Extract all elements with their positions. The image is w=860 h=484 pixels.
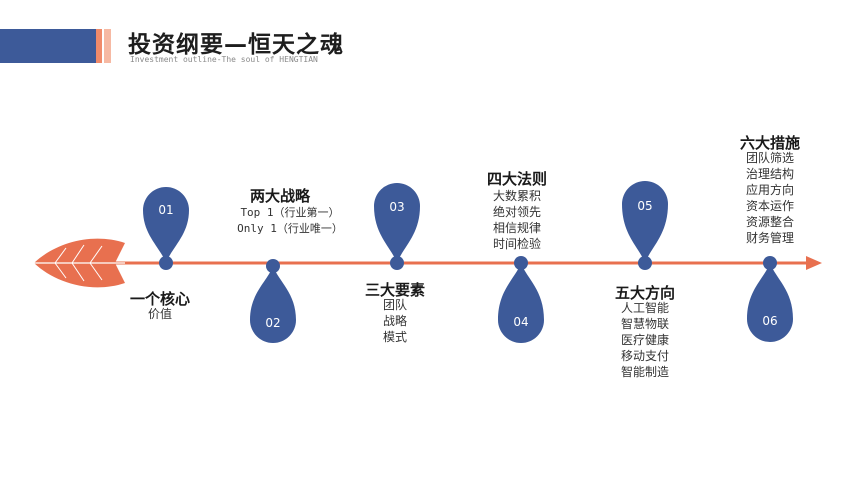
node-items: 团队筛选 治理结构 应用方向 资本运作 资源整合 财务管理 xyxy=(746,150,794,246)
page-subtitle: Investment outline-The soul of HENGTIAN xyxy=(130,55,318,64)
header-stripe xyxy=(96,29,102,63)
node-item: 智慧物联 xyxy=(620,317,670,331)
node-item: 团队 xyxy=(382,298,408,312)
timeline-dot xyxy=(514,256,528,270)
timeline-node-05: 05 xyxy=(622,181,668,270)
node-item: Only 1（行业唯一） xyxy=(237,222,343,235)
header-accent-bar xyxy=(0,29,96,63)
node-item: 财务管理 xyxy=(745,231,795,245)
node-heading: 五大方向 xyxy=(614,284,676,302)
timeline-dot xyxy=(159,256,173,270)
node-number: 04 xyxy=(513,315,528,329)
node-items: Top 1（行业第一） Only 1（行业唯一） xyxy=(237,205,343,237)
node-item: 人工智能 xyxy=(620,301,670,315)
drop-marker xyxy=(250,266,296,343)
node-items: 大数累积 绝对领先 相信规律 时间检验 xyxy=(493,188,541,252)
node-item: 模式 xyxy=(382,330,408,344)
timeline-node-04: 04 xyxy=(498,256,544,343)
arrow-head-icon xyxy=(806,256,822,270)
timeline-node-01: 01 xyxy=(143,187,189,270)
node-item: 战略 xyxy=(382,314,408,328)
timeline-node-06: 06 xyxy=(747,256,793,342)
node-item: 移动支付 xyxy=(620,349,670,363)
node-number: 06 xyxy=(762,314,777,328)
drop-marker xyxy=(374,183,420,263)
node-item: 绝对领先 xyxy=(492,205,542,219)
node-heading: 两大战略 xyxy=(249,187,311,205)
node-item: 资源整合 xyxy=(745,215,795,229)
drop-marker xyxy=(747,263,793,342)
timeline-dot xyxy=(638,256,652,270)
node-items: 人工智能 智慧物联 医疗健康 移动支付 智能制造 xyxy=(621,300,669,380)
timeline-dot xyxy=(266,259,280,273)
feather-tail-icon xyxy=(34,238,125,288)
header-stripe xyxy=(104,29,111,63)
drop-marker xyxy=(498,263,544,343)
timeline-node-03: 03 xyxy=(374,183,420,270)
node-item: 价值 xyxy=(147,307,173,321)
node-heading: 四大法则 xyxy=(486,170,548,188)
drop-marker xyxy=(622,181,668,263)
node-heading: 一个核心 xyxy=(129,290,191,308)
node-item: 智能制造 xyxy=(620,365,670,379)
node-number: 05 xyxy=(637,199,652,213)
node-item: 应用方向 xyxy=(745,183,795,197)
node-item: Top 1（行业第一） xyxy=(240,206,340,219)
node-items: 价值 xyxy=(148,306,172,322)
node-item: 医疗健康 xyxy=(620,333,670,347)
node-item: 大数累积 xyxy=(492,189,542,203)
node-heading: 六大措施 xyxy=(739,134,801,152)
node-item: 时间检验 xyxy=(492,237,542,251)
node-number: 03 xyxy=(389,200,404,214)
node-item: 团队筛选 xyxy=(745,151,795,165)
node-number: 02 xyxy=(265,316,280,330)
timeline-node-02: 02 xyxy=(250,259,296,343)
timeline-dot xyxy=(763,256,777,270)
node-number: 01 xyxy=(158,203,173,217)
timeline-dot xyxy=(390,256,404,270)
node-item: 资本运作 xyxy=(745,199,795,213)
page-title: 投资纲要—恒天之魂 xyxy=(128,32,344,58)
drop-marker xyxy=(143,187,189,263)
node-item: 相信规律 xyxy=(492,221,542,235)
node-item: 治理结构 xyxy=(745,167,795,181)
node-heading: 三大要素 xyxy=(364,281,426,299)
node-items: 团队 战略 模式 xyxy=(383,297,407,345)
